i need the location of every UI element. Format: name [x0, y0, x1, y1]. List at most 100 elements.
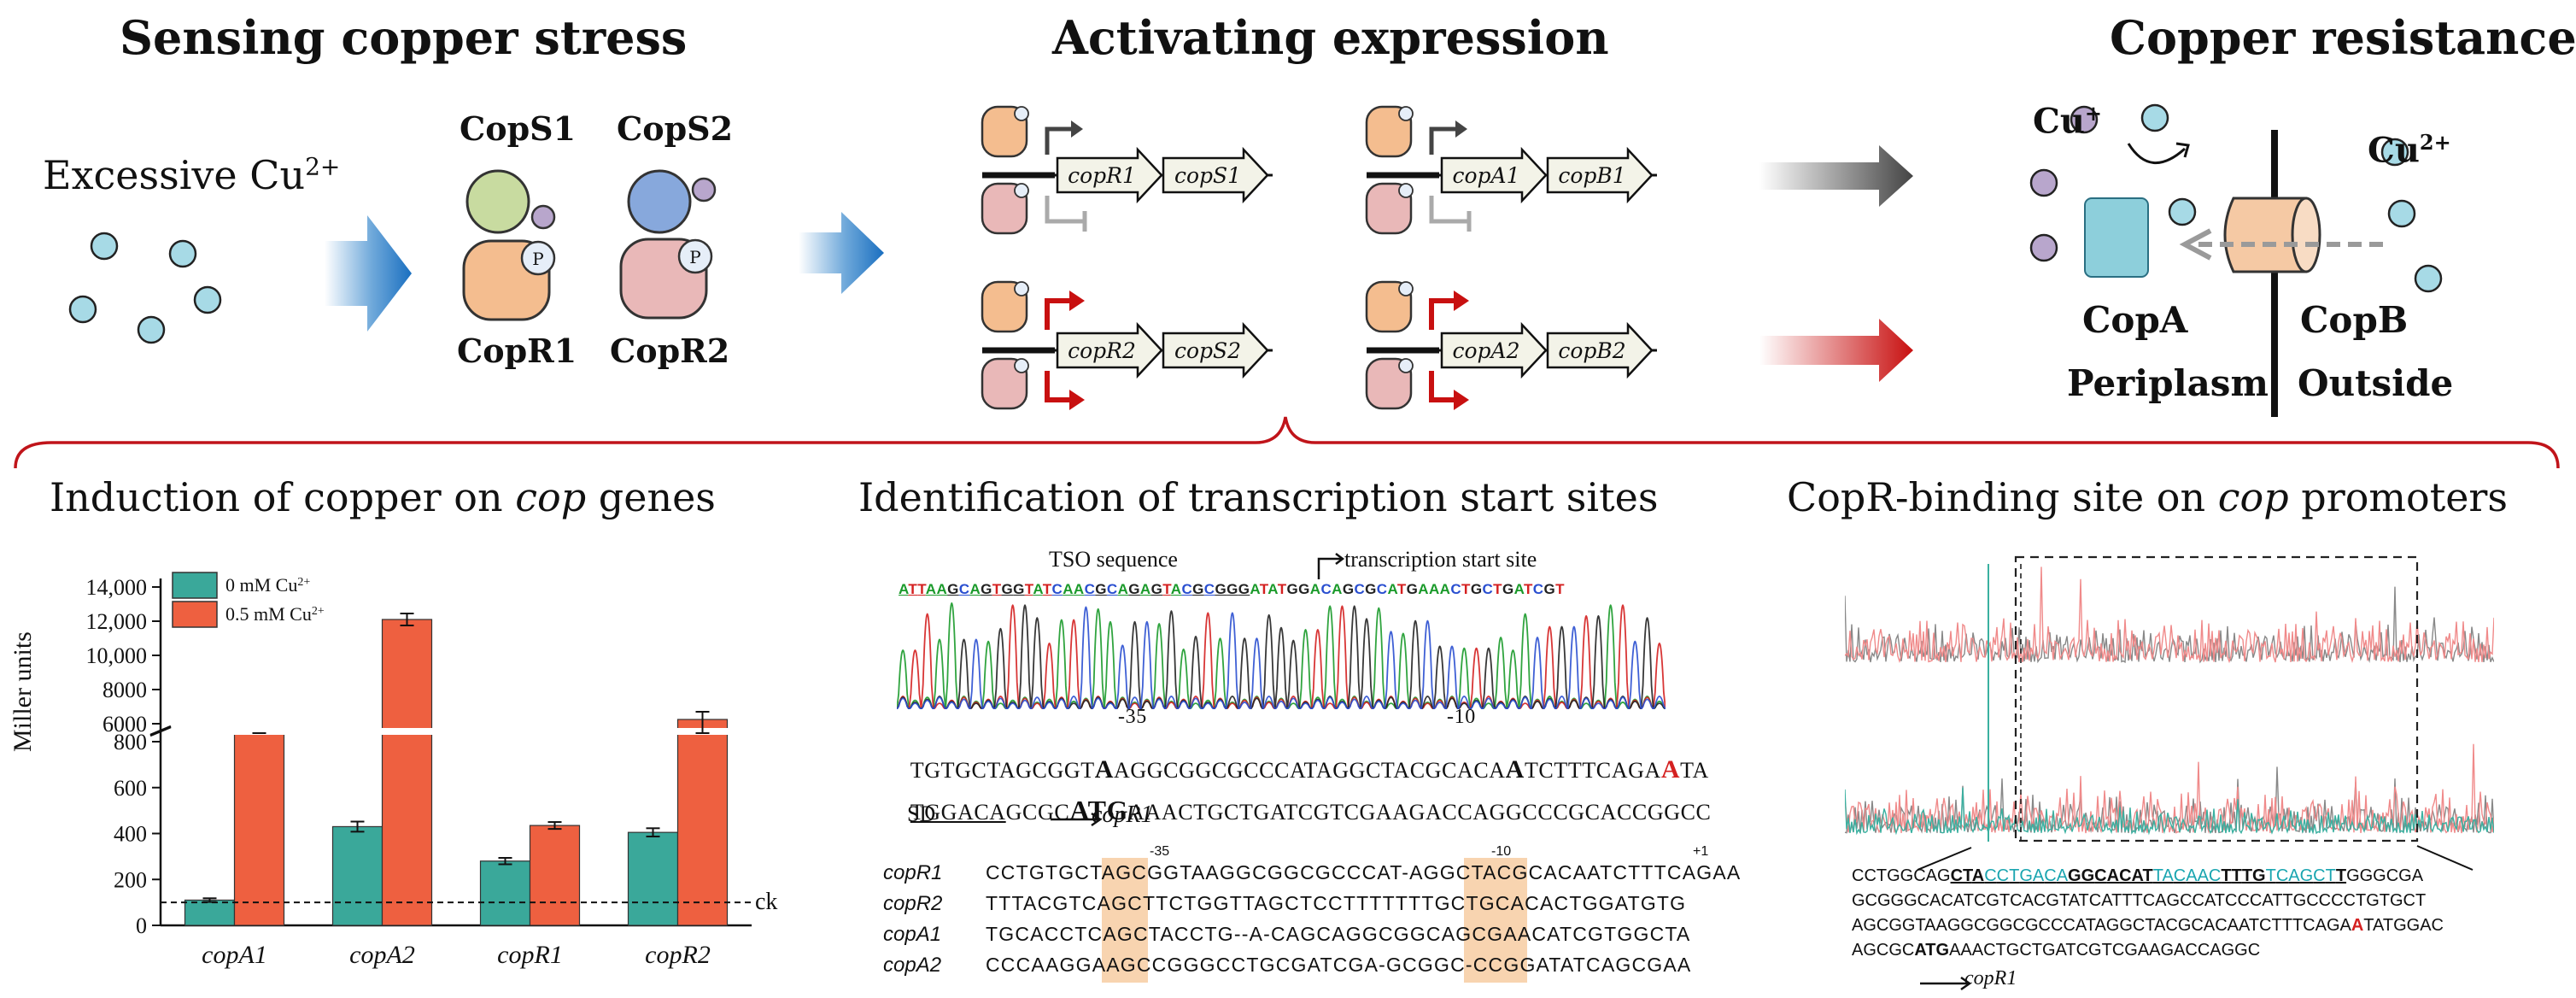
- outside-label: Outside: [2298, 362, 2454, 404]
- bar-break-band: [232, 728, 286, 735]
- y-tick-label: 6000: [102, 712, 147, 737]
- binding-seq-line: GCGGGCACATCGTCACGTATCATTTCAGCCATCCCATTGC…: [1852, 891, 2427, 910]
- copR1-label: CopR1: [457, 332, 577, 370]
- operon-gene-label: copR1: [1068, 163, 1136, 188]
- copR1-gene-label: copR1: [1092, 801, 1153, 828]
- operon-gene-arrow: [1546, 321, 1654, 379]
- promoter-arrow-red: [1429, 371, 1459, 402]
- chrom-sequence: ATTAAGCAGTGGTATCAACGCAGAGTACGCGGGATATGGA…: [899, 581, 1565, 597]
- copA-protein: [2084, 197, 2149, 278]
- y-tick-label: 12,000: [86, 609, 148, 634]
- y-tick-label: 14,000: [86, 575, 148, 600]
- align-m10: -10: [1491, 844, 1512, 859]
- repression-arrow: [1429, 196, 1469, 224]
- title-binding: CopR-binding site on cop promoters: [1787, 474, 2509, 520]
- y-tick-label: 0: [136, 913, 147, 938]
- bar-copR2-1: [676, 719, 729, 926]
- trace-C: [897, 606, 1666, 709]
- cu-plus-ion: [2029, 168, 2058, 197]
- align-m35: -35: [1150, 844, 1170, 859]
- svg-text:P: P: [689, 247, 700, 267]
- operon-gene-label: copB1: [1558, 163, 1625, 188]
- y-tick-label: 10,000: [86, 643, 148, 668]
- copR2-label: CopR2: [610, 332, 730, 370]
- binding-seq-line: AGCGCATGAAACTGCTGATCGTCGAAGACCAGGC: [1852, 941, 2261, 960]
- operon-gene-arrow: [1162, 321, 1269, 379]
- operon-copR-second: [981, 182, 1028, 235]
- operon-gene-arrow: [1162, 146, 1269, 204]
- legend-swatch: [172, 572, 218, 599]
- copR1-start-arrow: [1051, 812, 1103, 827]
- cu-plus-label: Cu+: [2033, 101, 2103, 142]
- operon-copR-second: [1365, 182, 1413, 235]
- bar-copR1-0: [479, 860, 531, 926]
- header-sensing: Sensing copper stress: [120, 10, 688, 65]
- arrow-sensing-right: [325, 215, 412, 332]
- align-p1: +1: [1693, 844, 1709, 859]
- x-tick-label-copA1: copA1: [202, 941, 267, 969]
- promoter-seq-line1: TGTGCTAGCGGTAAGGCGGCGCCCATAGGCTACGCACAAT…: [910, 755, 1709, 784]
- operon-gene-label: copB2: [1558, 338, 1625, 363]
- title-tss: Identification of transcription start si…: [858, 474, 1659, 520]
- y-tick-label: 400: [114, 822, 147, 847]
- title-induction: Induction of copper on cop genes: [50, 474, 716, 520]
- promoter-arrow-red: [1429, 298, 1459, 330]
- x-tick-label-copA2: copA2: [349, 941, 415, 969]
- footprint-trace: [1845, 787, 2494, 836]
- operon-copR-active: [1365, 280, 1413, 333]
- legend-label: 0.5 mM Cu2+: [225, 603, 325, 625]
- excessive-cu-label: Excessive Cu2+: [43, 152, 341, 198]
- promoter-seq-line2: TGGACAGCGCATGAAACTGCTGATCGTCGAAGACCAGGCC…: [910, 795, 1712, 825]
- section-brace: [14, 416, 2560, 469]
- header-activating: Activating expression: [1052, 10, 1609, 65]
- y-tick-label: 8000: [102, 678, 147, 702]
- cu-plus-ion: [2029, 233, 2058, 262]
- bar-copA2-1: [381, 619, 433, 926]
- cu-plus-ion: [2070, 105, 2099, 134]
- axis-break-mark: [149, 725, 172, 737]
- svg-text:P: P: [532, 249, 543, 269]
- operon-copR-active: [981, 280, 1028, 333]
- operon-copR-active: [981, 105, 1028, 158]
- ck-label: ck: [755, 889, 777, 915]
- y-tick-label: 200: [114, 867, 147, 892]
- operon-gene-label: copA1: [1452, 163, 1519, 188]
- red-output-arrow: [1759, 319, 1913, 382]
- operon-copR-second: [981, 357, 1028, 410]
- promoter-arrow: [1045, 126, 1076, 155]
- copA-label: CopA: [2082, 299, 2188, 341]
- tso-label: TSO sequence: [1049, 547, 1178, 572]
- sensing-diagram: P P: [68, 169, 884, 344]
- sequencing-chromatogram: [897, 602, 1666, 709]
- promoter-arrow: [1429, 126, 1461, 155]
- binding-seq-line: AGCGGTAAGGCGGCGCCCATAGGCTACGCACAATCTTTCA…: [1852, 916, 2444, 935]
- binding-copR1-arrow: [1920, 976, 1972, 991]
- dnase-footprint-traces: [1845, 555, 2494, 842]
- x-tick-label-copR2: copR2: [645, 941, 711, 969]
- operon-gene-label: copS2: [1174, 338, 1241, 363]
- operon-gene-arrow: [1440, 321, 1548, 379]
- tss-arrow: [1317, 553, 1345, 579]
- y-tick-label: 800: [114, 730, 147, 754]
- x-tick-label-copR1: copR1: [497, 941, 563, 969]
- footprint-trace: [1845, 743, 2494, 834]
- seq-m35: -35: [1118, 706, 1147, 728]
- sd-label: SD: [907, 801, 936, 826]
- bar-copA2-0: [331, 825, 383, 926]
- binding-seq-line: CCTGGCAGCTACCTGACAGGCACATTACAACTTTGTCAGC…: [1852, 866, 2424, 885]
- trace-G: [897, 604, 1666, 709]
- legend-label: 0 mM Cu2+: [225, 574, 310, 596]
- operon-gene-label: copA2: [1452, 338, 1519, 363]
- arrow-to-activating: [799, 212, 884, 294]
- footprint-region: [2014, 555, 2419, 842]
- copS2-protein: [627, 169, 692, 234]
- tss-label: transcription start site: [1344, 547, 1537, 572]
- bar-copA1-1: [233, 732, 285, 926]
